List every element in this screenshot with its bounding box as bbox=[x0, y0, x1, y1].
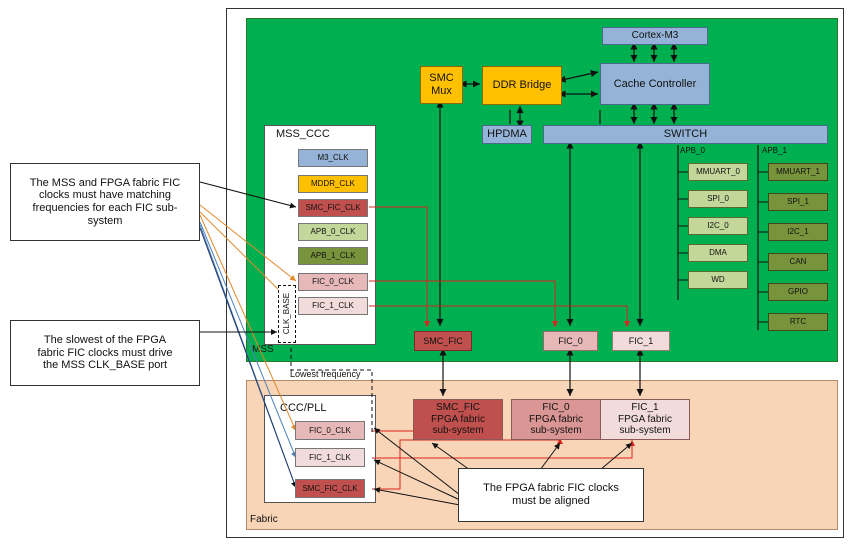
apb0-label: APB_0 bbox=[680, 146, 705, 155]
mss-smc-fic: SMC_FIC bbox=[414, 331, 472, 351]
mss-clk-smc-fic-clk: SMC_FIC_CLK bbox=[298, 199, 368, 217]
mss-ccc-title: MSS_CCC bbox=[276, 128, 330, 140]
callout2-line2: fabric FIC clocks must drive bbox=[37, 346, 173, 359]
fabric-label: Fabric bbox=[250, 514, 278, 525]
callout3-arrow-6 bbox=[599, 442, 633, 471]
callout2-line1: The slowest of the FPGA bbox=[43, 334, 167, 347]
route-smc-clk bbox=[369, 206, 430, 327]
fabric-clk-smc-fic-clk: SMC_FIC_CLK bbox=[295, 479, 365, 498]
mss-label: MSS bbox=[252, 344, 274, 355]
mss-clk-apb-0-clk: APB_0_CLK bbox=[298, 223, 368, 241]
mss-clk-fic-0-clk: FIC_0_CLK bbox=[298, 273, 368, 291]
subsystem-line: sub-system bbox=[530, 425, 582, 437]
apb1-can: CAN bbox=[768, 253, 828, 271]
callout3-arrow-2 bbox=[373, 459, 461, 501]
route-fab-fic1 bbox=[372, 440, 635, 459]
subsystem-line: sub-system bbox=[619, 425, 671, 437]
apb0-spi-0: SPI_0 bbox=[688, 190, 748, 208]
switch-block: SWITCH bbox=[543, 125, 828, 144]
subsystem-line: FIC_1 bbox=[631, 402, 659, 414]
mss-fic0: FIC_0 bbox=[543, 331, 598, 351]
callout1-darkblue bbox=[199, 227, 297, 489]
callout3-arrow-3 bbox=[373, 487, 461, 506]
ccc-pll-title: CCC/PLL bbox=[280, 402, 327, 414]
fabric-clk-fic-1-clk: FIC_1_CLK bbox=[295, 448, 365, 467]
callout-slowest-clock: The slowest of the FPGA fabric FIC clock… bbox=[10, 320, 200, 386]
callout3-arrow-4 bbox=[431, 442, 471, 471]
hpdma-block: HPDMA bbox=[482, 125, 532, 144]
callout2-line3: the MSS CLK_BASE port bbox=[42, 359, 168, 372]
apb1-i2c-1: I2C_1 bbox=[768, 223, 828, 241]
callout3-arrow-5 bbox=[539, 442, 561, 471]
lowest-frequency-label: Lowest frequency bbox=[290, 369, 361, 379]
route-fic1-clk bbox=[369, 305, 630, 327]
apb1-gpio: GPIO bbox=[768, 283, 828, 301]
callout3-line1: The FPGA fabric FIC clocks bbox=[483, 482, 619, 495]
apb1-spi-1: SPI_1 bbox=[768, 193, 828, 211]
clk-base-port: CLK_BASE bbox=[278, 285, 296, 343]
callout1-black-line bbox=[199, 181, 297, 209]
apb0-i2c-0: I2C_0 bbox=[688, 217, 748, 235]
subsystem-line: FPGA fabric bbox=[431, 413, 485, 425]
apb1-label: APB_1 bbox=[762, 146, 787, 155]
callout1-line1: The MSS and FPGA fabric FIC bbox=[29, 176, 181, 189]
bus-ddr-cache-1 bbox=[558, 70, 599, 83]
smc-mux-line2: Mux bbox=[431, 85, 452, 97]
fabric-clk-fic-0-clk: FIC_0_CLK bbox=[295, 421, 365, 440]
apb1-rtc: RTC bbox=[768, 313, 828, 331]
callout1-line4: system bbox=[87, 214, 123, 227]
mss-clk-fic-1-clk: FIC_1_CLK bbox=[298, 297, 368, 315]
callout1-orange-3 bbox=[199, 214, 297, 432]
clk-base-label: CLK_BASE bbox=[282, 293, 292, 335]
apb0-dma: DMA bbox=[688, 244, 748, 262]
lowest-freq-dashed bbox=[290, 348, 373, 432]
smc-mux-block: SMC Mux bbox=[420, 66, 463, 104]
subsystem-line: sub-system bbox=[432, 425, 484, 437]
callout1-line3: frequencies for each FIC sub- bbox=[32, 202, 178, 214]
ddr-bridge-block: DDR Bridge bbox=[482, 66, 562, 105]
smc-mux-line1: SMC bbox=[429, 72, 454, 85]
mss-clk-apb-1-clk: APB_1_CLK bbox=[298, 247, 368, 265]
callout3-arrow-1 bbox=[373, 427, 461, 496]
mss-clk-mddr-clk: MDDR_CLK bbox=[298, 175, 368, 193]
callout-aligned: The FPGA fabric FIC clocks must be align… bbox=[458, 468, 644, 522]
mss-clk-m3-clk: M3_CLK bbox=[298, 149, 368, 167]
apb1-mmuart-1: MMUART_1 bbox=[768, 163, 828, 181]
subsystem-line: SMC_FIC bbox=[436, 402, 480, 414]
callout1-blue-1 bbox=[199, 221, 297, 459]
callout-matching-freq: The MSS and FPGA fabric FIC clocks must … bbox=[10, 163, 200, 241]
subsystem-line: FIC_0 bbox=[542, 402, 570, 414]
callout1-orange-1 bbox=[199, 204, 297, 282]
callout1-line2: clocks must have matching bbox=[38, 189, 172, 202]
callout3-line2: must be aligned bbox=[512, 495, 590, 507]
subsystem-line: FPGA fabric bbox=[529, 413, 583, 425]
cortex-m3-block: Cortex-M3 bbox=[602, 27, 708, 45]
subsystem-line: FPGA fabric bbox=[618, 413, 672, 425]
route-fic0-clk bbox=[369, 280, 558, 327]
mss-fic1: FIC_1 bbox=[612, 331, 670, 351]
cache-controller-block: Cache Controller bbox=[600, 63, 710, 105]
apb0-mmuart-0: MMUART_0 bbox=[688, 163, 748, 181]
apb0-wd: WD bbox=[688, 271, 748, 289]
